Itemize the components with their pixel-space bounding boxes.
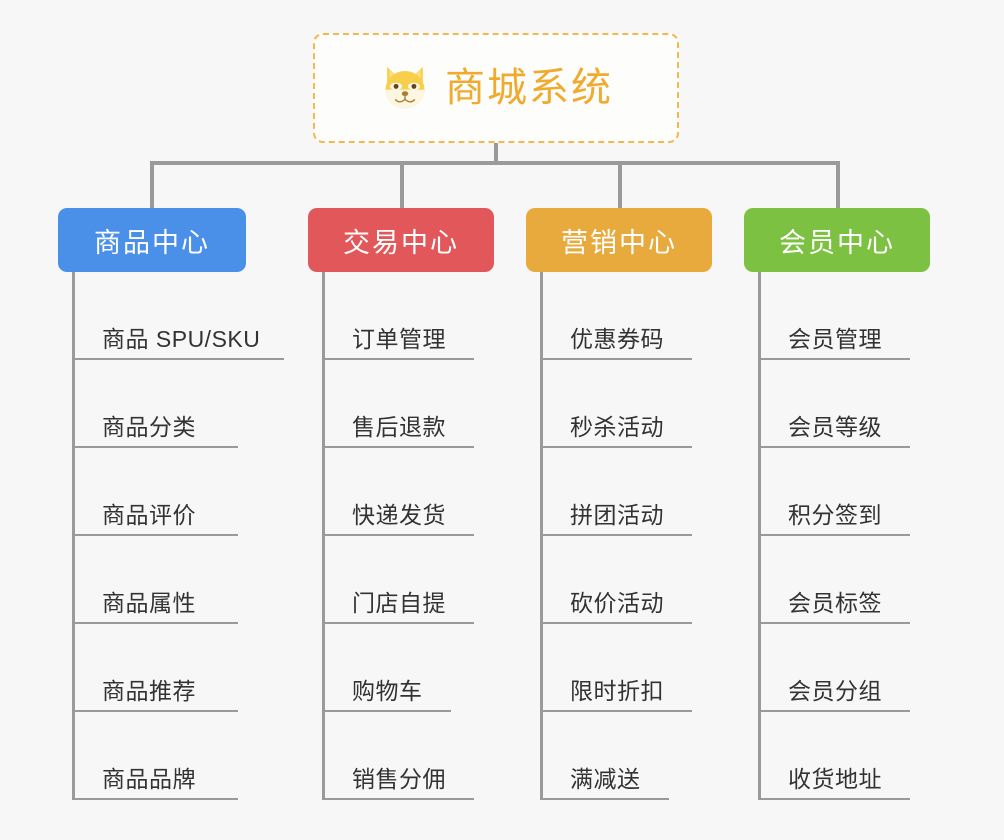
leaf-label: 商品推荐	[102, 678, 196, 704]
leaf-label: 满减送	[570, 766, 641, 792]
root-trunk-line	[494, 143, 498, 163]
leaf-spine	[758, 272, 761, 800]
branch-leaf-list-2: 订单管理 售后退款 快递发货 门店自提 购物车 销售分佣	[322, 272, 494, 800]
leaf-item[interactable]: 商品评价	[72, 448, 238, 536]
leaf-item[interactable]: 会员标签	[758, 536, 910, 624]
branch-header-label: 会员中心	[779, 227, 895, 258]
leaf-label: 积分签到	[788, 502, 882, 528]
branch-column-1: 商品中心 商品 SPU/SKU 商品分类 商品评价 商品属性 商品推荐 商品品牌	[58, 208, 284, 800]
branch-column-4: 会员中心 会员管理 会员等级 积分签到 会员标签 会员分组 收货地址	[744, 208, 930, 800]
leaf-label: 砍价活动	[570, 590, 664, 616]
branch-header-3[interactable]: 营销中心	[526, 208, 712, 272]
leaf-item[interactable]: 快递发货	[322, 448, 474, 536]
branch-drop-line-3	[618, 161, 622, 209]
branch-bus-line	[150, 161, 840, 165]
leaf-item[interactable]: 商品推荐	[72, 624, 238, 712]
leaf-item[interactable]: 销售分佣	[322, 712, 474, 800]
leaf-label: 购物车	[352, 678, 423, 704]
leaf-label: 会员等级	[788, 414, 882, 440]
leaf-item[interactable]: 商品分类	[72, 360, 238, 448]
leaf-item[interactable]: 砍价活动	[540, 536, 692, 624]
leaf-label: 订单管理	[352, 326, 446, 352]
leaf-item[interactable]: 会员分组	[758, 624, 910, 712]
leaf-label: 商品 SPU/SKU	[102, 326, 261, 352]
leaf-item[interactable]: 购物车	[322, 624, 451, 712]
branch-header-4[interactable]: 会员中心	[744, 208, 930, 272]
leaf-label: 销售分佣	[352, 766, 446, 792]
leaf-label: 商品评价	[102, 502, 196, 528]
leaf-item[interactable]: 限时折扣	[540, 624, 692, 712]
branch-header-label: 商品中心	[94, 227, 210, 258]
leaf-label: 商品属性	[102, 590, 196, 616]
leaf-item[interactable]: 满减送	[540, 712, 669, 800]
branch-drop-line-2	[400, 161, 404, 209]
leaf-label: 秒杀活动	[570, 414, 664, 440]
leaf-item[interactable]: 商品品牌	[72, 712, 238, 800]
leaf-label: 会员标签	[788, 590, 882, 616]
leaf-label: 限时折扣	[570, 678, 664, 704]
leaf-item[interactable]: 门店自提	[322, 536, 474, 624]
branch-drop-line-4	[836, 161, 840, 209]
leaf-item[interactable]: 商品属性	[72, 536, 238, 624]
branch-header-label: 交易中心	[343, 227, 459, 258]
branch-header-2[interactable]: 交易中心	[308, 208, 494, 272]
leaf-item[interactable]: 积分签到	[758, 448, 910, 536]
root-node[interactable]: 商城系统	[313, 33, 679, 143]
leaf-item[interactable]: 售后退款	[322, 360, 474, 448]
leaf-item[interactable]: 订单管理	[322, 272, 474, 360]
leaf-item[interactable]: 秒杀活动	[540, 360, 692, 448]
branch-leaf-list-1: 商品 SPU/SKU 商品分类 商品评价 商品属性 商品推荐 商品品牌	[72, 272, 284, 800]
branch-header-label: 营销中心	[561, 227, 677, 258]
root-title: 商城系统	[445, 66, 613, 110]
shiba-dog-icon	[385, 66, 425, 109]
leaf-spine	[72, 272, 75, 800]
branch-leaf-list-3: 优惠券码 秒杀活动 拼团活动 砍价活动 限时折扣 满减送	[540, 272, 712, 800]
leaf-label: 门店自提	[352, 590, 446, 616]
leaf-label: 拼团活动	[570, 502, 664, 528]
branch-column-3: 营销中心 优惠券码 秒杀活动 拼团活动 砍价活动 限时折扣 满减送	[526, 208, 712, 800]
leaf-label: 会员管理	[788, 326, 882, 352]
leaf-spine	[322, 272, 325, 800]
leaf-label: 商品品牌	[102, 766, 196, 792]
leaf-item[interactable]: 商品 SPU/SKU	[72, 272, 284, 360]
leaf-label: 快递发货	[352, 502, 446, 528]
branch-header-1[interactable]: 商品中心	[58, 208, 246, 272]
leaf-label: 优惠券码	[570, 326, 664, 352]
branch-column-2: 交易中心 订单管理 售后退款 快递发货 门店自提 购物车 销售分佣	[308, 208, 494, 800]
leaf-item[interactable]: 优惠券码	[540, 272, 692, 360]
leaf-label: 会员分组	[788, 678, 882, 704]
leaf-item[interactable]: 会员管理	[758, 272, 910, 360]
branch-leaf-list-4: 会员管理 会员等级 积分签到 会员标签 会员分组 收货地址	[758, 272, 930, 800]
leaf-spine	[540, 272, 543, 800]
branch-drop-line-1	[150, 161, 154, 209]
leaf-item[interactable]: 会员等级	[758, 360, 910, 448]
leaf-label: 商品分类	[102, 414, 196, 440]
leaf-item[interactable]: 拼团活动	[540, 448, 692, 536]
leaf-label: 收货地址	[788, 766, 882, 792]
leaf-label: 售后退款	[352, 414, 446, 440]
leaf-item[interactable]: 收货地址	[758, 712, 910, 800]
